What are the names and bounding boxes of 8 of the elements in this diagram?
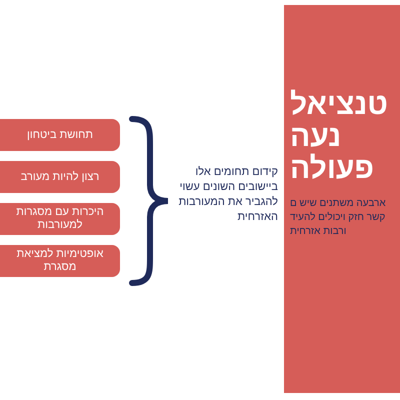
factor-box: תחושת ביטחון — [0, 119, 120, 151]
factor-box: היכרות עם מסגרות למעורבות — [0, 203, 120, 235]
factor-box: אופטימיות למציאת מסגרת — [0, 245, 120, 277]
summary-text: קידום תחומים אלו ביישובים השונים עשוי להגביר את המעורבות האזרחית — [178, 165, 278, 225]
factor-box: רצון להיות מעורב — [0, 161, 120, 193]
panel-description: ארבעה משתנים שיש ם קשר חזק ויכולים להעיד ורבות אזרחית — [290, 197, 387, 239]
highlight-panel — [284, 5, 400, 393]
panel-title: טנציאל נעה פעולה — [290, 89, 389, 185]
